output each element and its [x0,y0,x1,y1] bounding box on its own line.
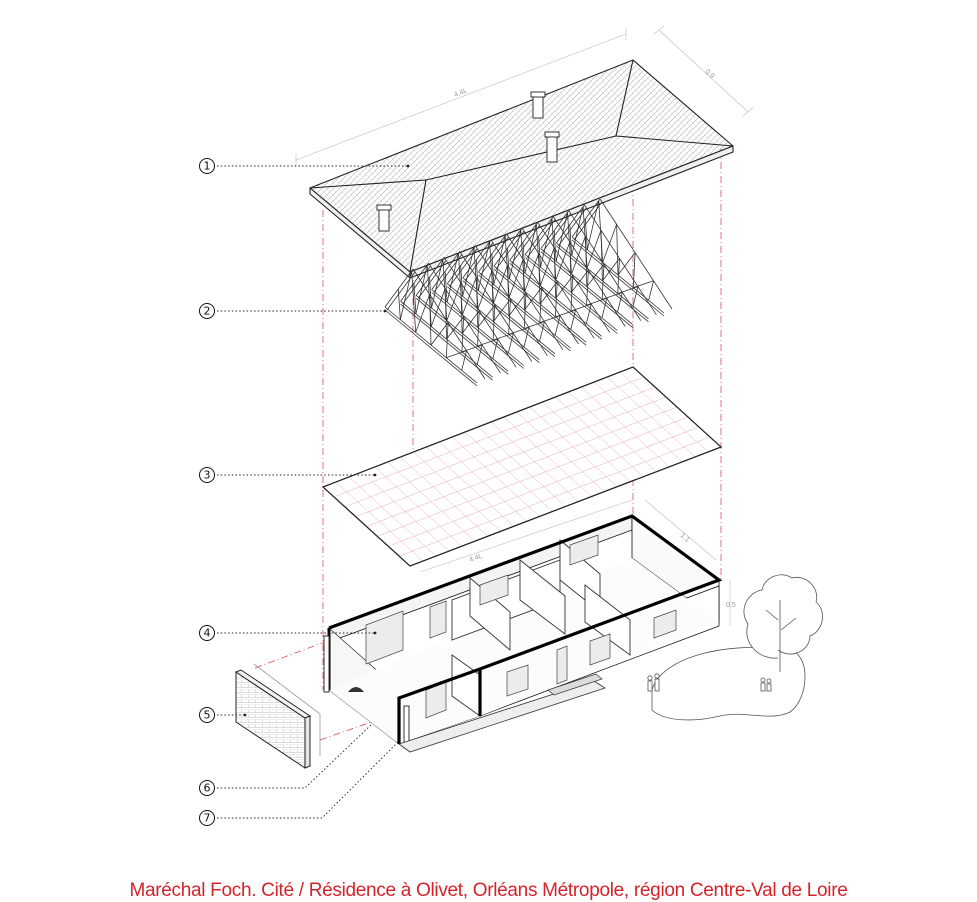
callout-1: 1 [199,158,215,174]
site-context [651,574,823,721]
callout-1-number: 1 [204,160,211,173]
leader-dots [243,164,410,717]
callout-7: 7 [199,810,215,826]
callout-6-number: 6 [204,782,211,795]
callout-2: 2 [199,303,215,319]
callout-4-number: 4 [204,627,211,640]
truss [462,239,564,358]
diagram-caption: Maréchal Foch. Cité / Résidence à Olivet… [129,880,848,901]
house-volume [323,514,723,753]
callout-2-number: 2 [204,305,211,318]
roof-dimension-lines [295,25,754,166]
callout-4: 4 [199,625,215,641]
floor-height-dimension: 0.5 [726,602,736,609]
floor-dimension-lines [419,499,731,626]
human-figures [647,673,772,692]
callout-3-number: 3 [204,469,211,482]
callout-5-number: 5 [204,709,211,722]
chimney-left [376,204,392,232]
roof-length-dimension: 4.4L [453,87,468,98]
truss [384,268,486,387]
truss [571,198,673,317]
ceiling-grid [321,366,723,567]
leader-lines [217,165,408,819]
floor-length-dimension: 4.4L [468,553,483,564]
callout-5: 5 [199,707,215,723]
wall-panel [234,663,321,769]
callout-7-number: 7 [204,812,211,825]
truss [509,222,611,340]
chimney-center [544,131,560,163]
callout-6: 6 [199,780,215,796]
roof-trusses [384,198,673,387]
roof-width-dimension: 0.9 [704,68,716,80]
truss [478,233,579,352]
chimney-back [530,91,546,119]
roof [309,59,734,279]
callout-3: 3 [199,467,215,483]
floor-width-dimension: 1.1 [679,532,691,544]
